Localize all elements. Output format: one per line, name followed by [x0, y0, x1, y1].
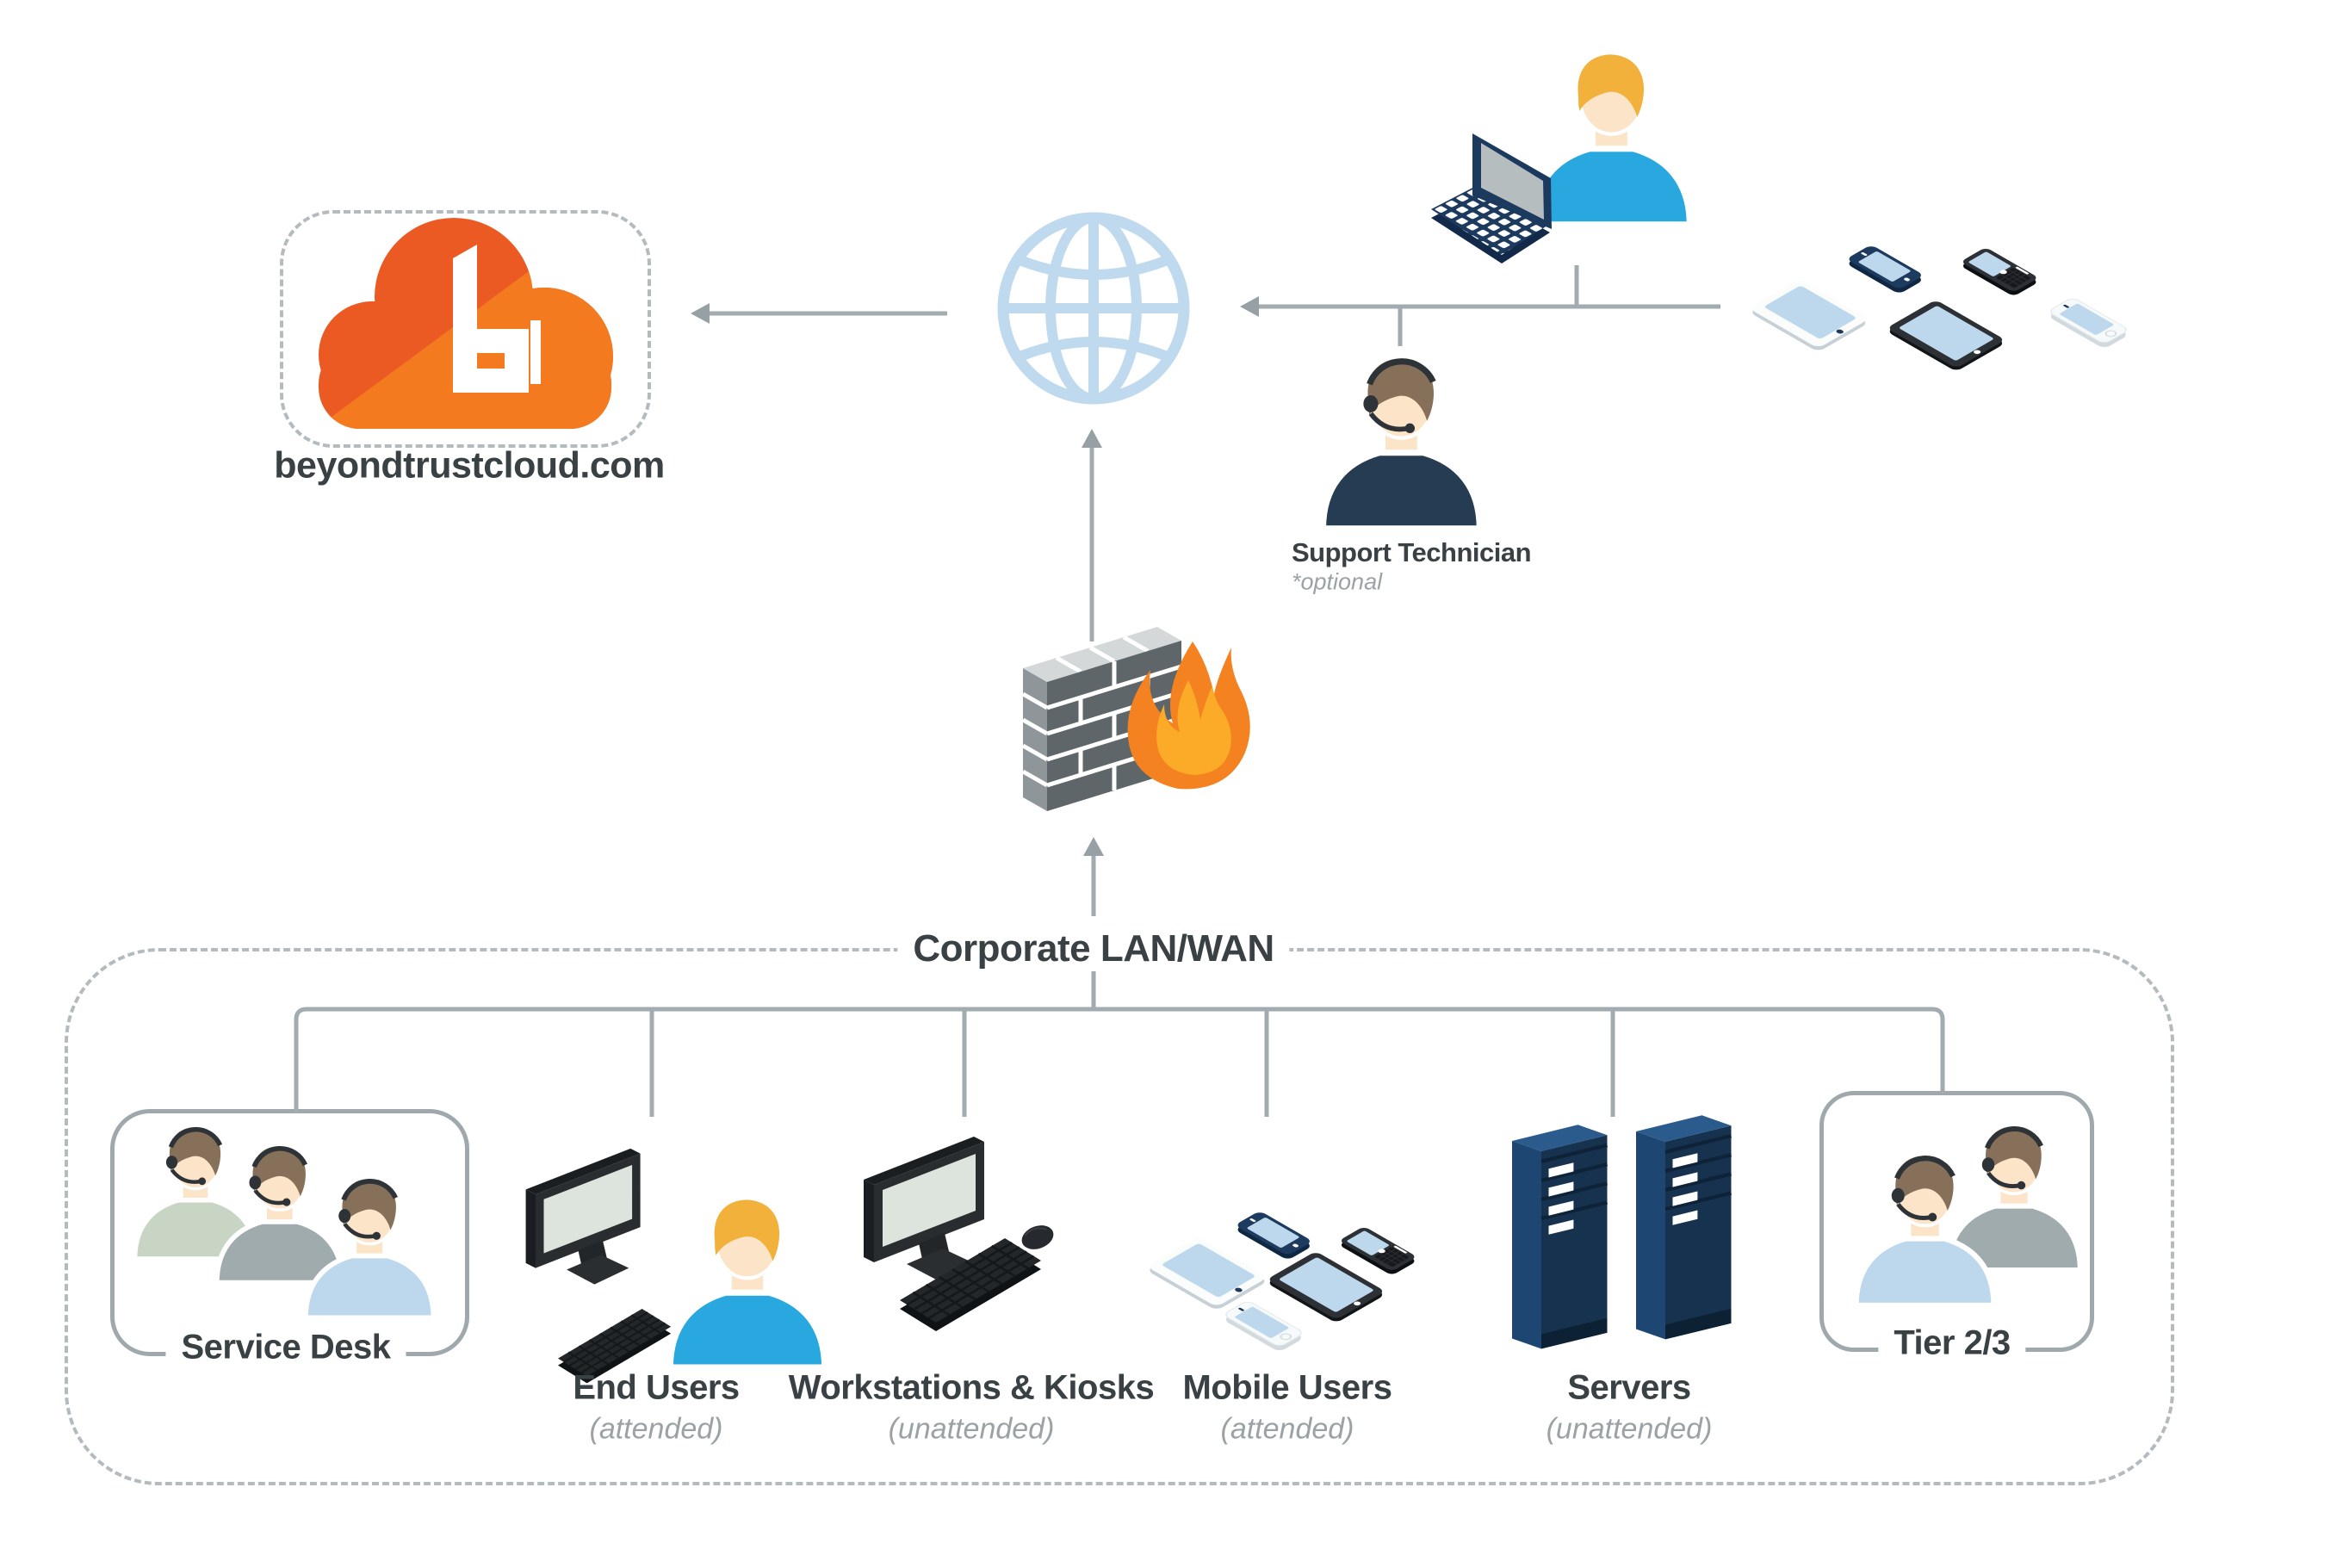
servers-mode: (unattended) [1546, 1412, 1713, 1446]
arrow-lan-to-firewall [1083, 837, 1104, 1009]
arrow-users-to-globe [1240, 265, 1720, 346]
connectors [294, 265, 1945, 1117]
arrow-firewall-to-globe [1082, 429, 1102, 641]
tier23-team-icon [1856, 1126, 2080, 1305]
workstations-icon [864, 1137, 1058, 1333]
end-users-mode: (attended) [589, 1412, 723, 1446]
cloud-domain-label: beyondtrustcloud.com [274, 444, 665, 487]
monitor-icon [525, 1148, 641, 1285]
globe-icon [997, 212, 1190, 405]
end-users-icon [525, 1148, 825, 1385]
beyondtrust-cloud-icon [319, 218, 613, 429]
mobile-users-mode: (attended) [1220, 1412, 1354, 1446]
remote-device-cluster-icon [1745, 245, 2135, 372]
lan-bus [294, 1007, 1945, 1117]
laptop-icon [1431, 133, 1552, 263]
end-users-label: End Users [573, 1368, 740, 1407]
servers-icon [1512, 1115, 1732, 1348]
tier23-label: Tier 2/3 [1878, 1323, 2026, 1363]
cloud-dashed-box [280, 210, 651, 448]
flame-icon [1127, 641, 1250, 790]
laptop-user-icon [1431, 54, 1689, 263]
servers-label: Servers [1567, 1368, 1691, 1407]
support-technician-note: *optional [1292, 568, 1383, 595]
firewall-icon [1021, 627, 1250, 811]
mobile-users-cluster-icon [1143, 1211, 1422, 1354]
mobile-users-label: Mobile Users [1182, 1368, 1392, 1407]
workstations-mode: (unattended) [888, 1412, 1055, 1446]
workstations-label: Workstations & Kiosks [788, 1368, 1155, 1407]
corporate-lan-label: Corporate LAN/WAN [897, 927, 1290, 970]
service-desk-label: Service Desk [165, 1328, 406, 1367]
support-technician-label: Support Technician [1292, 537, 1532, 567]
monitor-icon [864, 1137, 984, 1280]
service-desk-team-icon [135, 1127, 434, 1317]
beyondtrust-b-glyph [453, 245, 541, 393]
support-technician-icon [1323, 358, 1480, 528]
arrow-globe-to-cloud [691, 303, 947, 324]
mouse-icon [1017, 1220, 1058, 1255]
